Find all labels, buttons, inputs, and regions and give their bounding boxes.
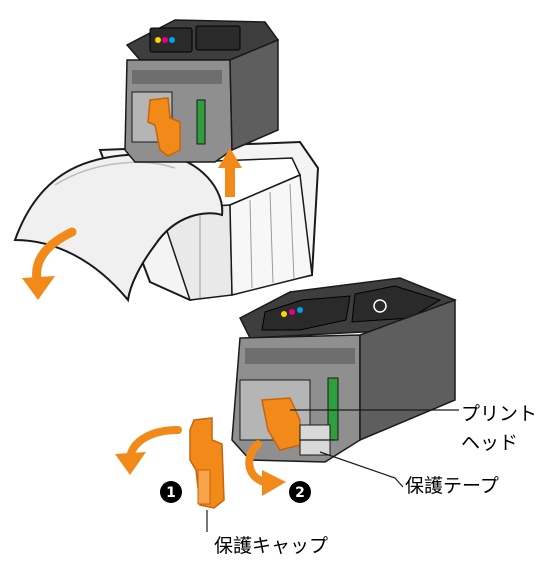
label-print-head-line2: ヘッド — [461, 432, 519, 454]
step-marker-2: 2 — [289, 481, 311, 503]
step-marker-1: 1 — [160, 481, 182, 503]
curved-arrow-icon — [245, 440, 286, 496]
curved-arrow-icon — [115, 426, 182, 475]
protective-cap — [189, 417, 225, 509]
label-protective-cap: 保護キャップ — [214, 535, 329, 557]
step-number: 2 — [295, 485, 305, 501]
step-number: 1 — [166, 485, 176, 501]
print-head-cartridge-top — [124, 19, 280, 163]
up-arrow-icon — [218, 148, 242, 197]
leader-lines — [206, 409, 459, 532]
tray-lid — [13, 153, 224, 303]
label-protective-tape: 保護テープ — [405, 475, 499, 497]
label-print-head: プリント — [461, 403, 538, 425]
print-head-cartridge-bottom — [231, 277, 457, 463]
curved-arrow-icon — [22, 227, 77, 300]
